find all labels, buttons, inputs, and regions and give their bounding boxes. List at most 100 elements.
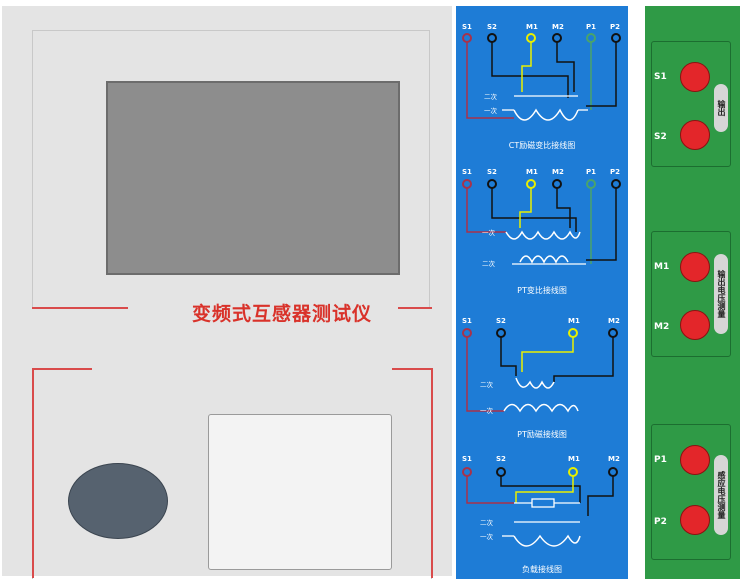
wire-s1 xyxy=(466,188,506,233)
wire-m1 xyxy=(515,476,574,503)
wire-p2 xyxy=(586,188,617,261)
primary-winding xyxy=(503,403,579,413)
pin-label: S1 xyxy=(462,317,472,325)
diagram-ct: S1 S2 M1 M2 P1 P2 二次 一次 CT xyxy=(462,23,621,150)
pin-label: M1 xyxy=(568,317,580,325)
terminal-m1 xyxy=(526,179,536,189)
output-panel: S1 S2 输出 M1 M2 输出电压测量 P1 P2 感应电压测量 xyxy=(645,6,740,579)
lcd-screen xyxy=(106,81,400,275)
coil-label: 二次 xyxy=(480,380,494,389)
diagram-pt-excitation: S1 S2 M1 M2 二次 一次 PT励磁接线图 xyxy=(462,317,620,439)
pin-label: M1 xyxy=(568,455,580,463)
pin-label: P1 xyxy=(586,23,596,31)
rotary-knob[interactable] xyxy=(68,463,168,539)
terminal-s1 xyxy=(462,467,472,477)
pin-label: M2 xyxy=(608,455,620,463)
terminal-s2 xyxy=(496,467,506,477)
wire-s1 xyxy=(466,337,504,412)
lower-edge-right xyxy=(431,368,433,578)
pin-label: P2 xyxy=(610,168,620,176)
wire-m2 xyxy=(553,337,614,382)
wire-s2 xyxy=(500,337,517,376)
wire-s2 xyxy=(500,476,581,503)
output-terminal-m2[interactable] xyxy=(680,310,710,340)
terminal-label: S1 xyxy=(654,72,667,82)
group-tag: 输出 xyxy=(714,84,728,132)
coil-label: 二次 xyxy=(482,259,496,268)
diagram-title: PT励磁接线图 xyxy=(517,429,567,439)
output-terminal-s1[interactable] xyxy=(680,62,710,92)
lower-rule-right xyxy=(392,368,432,370)
wire-m2 xyxy=(556,42,575,92)
terminal-label: P1 xyxy=(654,455,667,465)
title-rule-left xyxy=(32,307,128,309)
title-rule-right xyxy=(398,307,432,309)
group-tag: 输出电压测量 xyxy=(714,254,728,334)
output-terminal-s2[interactable] xyxy=(680,120,710,150)
diagram-pt-ratio: S1 S2 M1 M2 P1 P2 一次 二次 PT变比接线图 xyxy=(462,168,621,295)
terminal-p2 xyxy=(611,179,621,189)
coil-label: 一次 xyxy=(482,228,496,237)
terminal-p2 xyxy=(611,33,621,43)
pin-label: S1 xyxy=(462,23,472,31)
pin-label: M2 xyxy=(552,23,564,31)
group-tag: 感应电压测量 xyxy=(714,455,728,535)
pin-label: S2 xyxy=(487,23,497,31)
secondary-winding xyxy=(515,377,555,389)
diagram-title: 负载接线图 xyxy=(522,564,562,574)
output-group: S1 S2 输出 xyxy=(651,41,731,167)
pin-label: S2 xyxy=(496,317,506,325)
coil-label: 一次 xyxy=(480,406,494,415)
terminal-m1 xyxy=(568,328,578,338)
terminal-s2 xyxy=(487,33,497,43)
pin-label: S1 xyxy=(462,168,472,176)
output-terminal-m1[interactable] xyxy=(680,252,710,282)
lower-rule-left xyxy=(32,368,92,370)
secondary-winding xyxy=(519,255,569,264)
output-group: M1 M2 输出电压测量 xyxy=(651,231,731,357)
coil-label: 二次 xyxy=(480,518,494,527)
pin-label: M1 xyxy=(526,23,538,31)
wire-m1 xyxy=(521,337,574,372)
primary-winding xyxy=(513,108,579,121)
terminal-label: M2 xyxy=(654,322,670,332)
wire-s2 xyxy=(491,42,569,98)
output-terminal-p1[interactable] xyxy=(680,445,710,475)
wire-m1 xyxy=(521,42,532,92)
wire-m1 xyxy=(519,188,532,228)
wiring-diagrams: S1 S2 M1 M2 P1 P2 二次 一次 CT xyxy=(462,23,621,574)
terminal-s2 xyxy=(487,179,497,189)
pin-label: P1 xyxy=(586,168,596,176)
wire-p2 xyxy=(586,42,617,107)
terminal-m2 xyxy=(608,328,618,338)
upper-frame xyxy=(32,30,430,308)
wire-m2 xyxy=(587,476,614,516)
instrument-panel: 变频式互感器测试仪 xyxy=(2,6,452,579)
terminal-m2 xyxy=(608,467,618,477)
terminal-m2 xyxy=(552,179,562,189)
lower-edge-left xyxy=(32,368,34,578)
pin-label: M1 xyxy=(526,168,538,176)
terminal-p1 xyxy=(586,33,596,43)
load-resistor xyxy=(531,498,555,508)
pin-label: S1 xyxy=(462,455,472,463)
terminal-s1 xyxy=(462,179,472,189)
output-terminal-p2[interactable] xyxy=(680,505,710,535)
coil-label: 一次 xyxy=(480,532,494,541)
wire-s1 xyxy=(466,476,514,504)
terminal-s1 xyxy=(462,33,472,43)
terminal-label: M1 xyxy=(654,262,670,272)
primary-winding xyxy=(505,230,581,240)
output-group: P1 P2 感应电压测量 xyxy=(651,424,731,560)
wire-m2 xyxy=(556,188,571,228)
wiring-panel: S1 S2 M1 M2 P1 P2 二次 一次 CT xyxy=(456,6,628,579)
pin-label: M2 xyxy=(608,317,620,325)
printer-slot xyxy=(208,414,392,570)
coil-label: 二次 xyxy=(484,92,498,101)
device-title: 变频式互感器测试仪 xyxy=(191,303,372,325)
pin-label: S2 xyxy=(496,455,506,463)
terminal-s1 xyxy=(462,328,472,338)
wire-s2 xyxy=(491,188,577,232)
coil-label: 一次 xyxy=(484,106,498,115)
terminal-m1 xyxy=(526,33,536,43)
